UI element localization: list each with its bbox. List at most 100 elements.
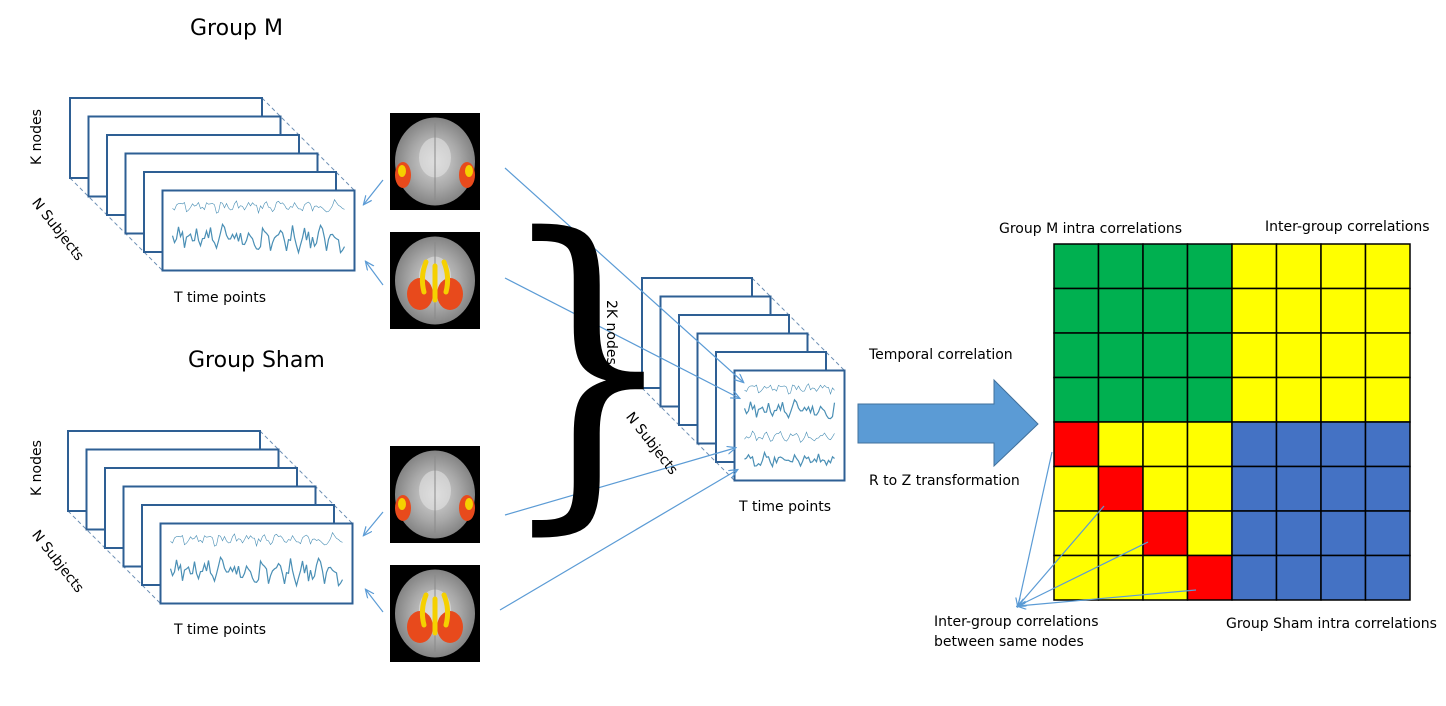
matrix-cell-r2-c3: [1142, 287, 1189, 334]
brain-images: [390, 113, 480, 662]
big-arrow-shape: [857, 378, 1039, 468]
matrix-cell-r5-c2: [1097, 421, 1144, 468]
matrix-cell-r7-c7: [1320, 510, 1367, 557]
matrix-cell-r1-c4: [1186, 243, 1233, 290]
group-sham-title: Group Sham: [188, 348, 325, 373]
matrix-cell-r4-c1: [1053, 376, 1100, 423]
inter-group-same-nodes-label-line1: Inter-group correlations: [934, 614, 1099, 630]
group-m-frame-6: [161, 189, 356, 272]
projection-arrows: [364, 167, 743, 613]
matrix-cell-r3-c8: [1364, 332, 1411, 379]
matrix-cell-r6-c5: [1231, 465, 1278, 512]
correlation-arrow: [857, 378, 1039, 468]
matrix-cell-r3-c1: [1053, 332, 1100, 379]
matrix-cell-r7-c6: [1275, 510, 1322, 557]
matrix-cell-r7-c5: [1231, 510, 1278, 557]
group-m-title: Group M: [190, 16, 283, 41]
brain-image-2: [390, 232, 480, 329]
matrix-cell-r8-c2: [1097, 554, 1144, 601]
matrix-cell-r6-c1: [1053, 465, 1100, 512]
matrix-cell-r1-c3: [1142, 243, 1189, 290]
matrix-cell-r1-c6: [1275, 243, 1322, 290]
matrix-cell-r5-c5: [1231, 421, 1278, 468]
group-sham-k-nodes-label: K nodes: [29, 440, 45, 496]
brain-image-4: [390, 565, 480, 662]
arrow-brain1-to-combined: [504, 167, 743, 382]
correlation-matrix: [1053, 243, 1411, 601]
combined-stack-edge-right: [751, 277, 845, 371]
merge-brace: }: [496, 167, 680, 563]
combined-frame-6: [733, 369, 846, 482]
matrix-cell-r8-c5: [1231, 554, 1278, 601]
group-m-stack-edge-left: [69, 177, 163, 271]
matrix-cell-r6-c6: [1275, 465, 1322, 512]
matrix-cell-r2-c8: [1364, 287, 1411, 334]
brain-image-3: [390, 446, 480, 543]
group-sham-subject-stack: [67, 430, 354, 605]
combined-t-time-points-label: T time points: [739, 499, 832, 515]
group-sham-intra-label: Group Sham intra correlations: [1226, 616, 1437, 632]
inter-group-same-nodes-label-line2: between same nodes: [934, 634, 1084, 650]
group-sham-t-time-points-label: T time points: [174, 622, 267, 638]
matrix-cell-r2-c5: [1231, 287, 1278, 334]
matrix-cell-r3-c5: [1231, 332, 1278, 379]
brain-image-1: [390, 113, 480, 210]
matrix-cell-r1-c8: [1364, 243, 1411, 290]
arrow-brain2-to-stack-m: [366, 262, 384, 286]
combined-front-timeseries: [743, 383, 836, 469]
matrix-cell-r5-c3: [1142, 421, 1189, 468]
matrix-cell-r7-c8: [1364, 510, 1411, 557]
matrix-cell-r4-c2: [1097, 376, 1144, 423]
group-m-stack-edge-right: [261, 97, 355, 191]
arrow-brain4-to-combined: [499, 470, 737, 611]
inter-group-label: Inter-group correlations: [1265, 219, 1430, 235]
pointer-arrow-2: [1018, 505, 1105, 606]
pointer-arrow-4: [1018, 589, 1197, 606]
matrix-cell-r3-c6: [1275, 332, 1322, 379]
matrix-cell-r4-c6: [1275, 376, 1322, 423]
group-sham-frame-6: [159, 522, 354, 605]
temporal-correlation-label: Temporal correlation: [869, 347, 1013, 363]
matrix-cell-r6-c4: [1186, 465, 1233, 512]
matrix-cell-r2-c2: [1097, 287, 1144, 334]
matrix-cell-r2-c1: [1053, 287, 1100, 334]
arrow-brain1-to-stack-m: [364, 179, 384, 204]
same-node-pointer-arrows: [1018, 451, 1197, 606]
matrix-cell-r3-c4: [1186, 332, 1233, 379]
matrix-cell-r2-c7: [1320, 287, 1367, 334]
matrix-cell-r7-c1: [1053, 510, 1100, 557]
matrix-cell-r6-c8: [1364, 465, 1411, 512]
matrix-cell-r8-c4: [1186, 554, 1233, 601]
matrix-cell-r4-c7: [1320, 376, 1367, 423]
matrix-cell-r4-c5: [1231, 376, 1278, 423]
matrix-cell-r5-c8: [1364, 421, 1411, 468]
matrix-cell-r3-c2: [1097, 332, 1144, 379]
matrix-cell-r2-c6: [1275, 287, 1322, 334]
group-m-front-timeseries: [171, 198, 346, 255]
matrix-cell-r1-c5: [1231, 243, 1278, 290]
matrix-cell-r4-c8: [1364, 376, 1411, 423]
matrix-cell-r7-c4: [1186, 510, 1233, 557]
pointer-arrow-1: [1018, 451, 1053, 606]
matrix-cell-r6-c3: [1142, 465, 1189, 512]
group-m-subject-stack: [69, 97, 356, 272]
matrix-cell-r5-c6: [1275, 421, 1322, 468]
arrow-brain4-to-stack-sham: [366, 590, 384, 613]
matrix-cell-r8-c6: [1275, 554, 1322, 601]
combined-subject-stack: [641, 277, 846, 482]
matrix-cell-r1-c2: [1097, 243, 1144, 290]
matrix-cell-r5-c1: [1053, 421, 1100, 468]
group-sham-front-timeseries: [169, 531, 344, 588]
matrix-cell-r4-c4: [1186, 376, 1233, 423]
r-to-z-label: R to Z transformation: [869, 473, 1020, 489]
combined-stack-edge-left: [641, 387, 735, 481]
matrix-cell-r6-c7: [1320, 465, 1367, 512]
group-sham-stack-edge-left: [67, 510, 161, 604]
group-m-k-nodes-label: K nodes: [29, 109, 45, 165]
arrow-brain3-to-combined: [504, 448, 735, 516]
matrix-cell-r7-c3: [1142, 510, 1189, 557]
matrix-cell-r3-c7: [1320, 332, 1367, 379]
matrix-cell-r2-c4: [1186, 287, 1233, 334]
matrix-cell-r5-c7: [1320, 421, 1367, 468]
